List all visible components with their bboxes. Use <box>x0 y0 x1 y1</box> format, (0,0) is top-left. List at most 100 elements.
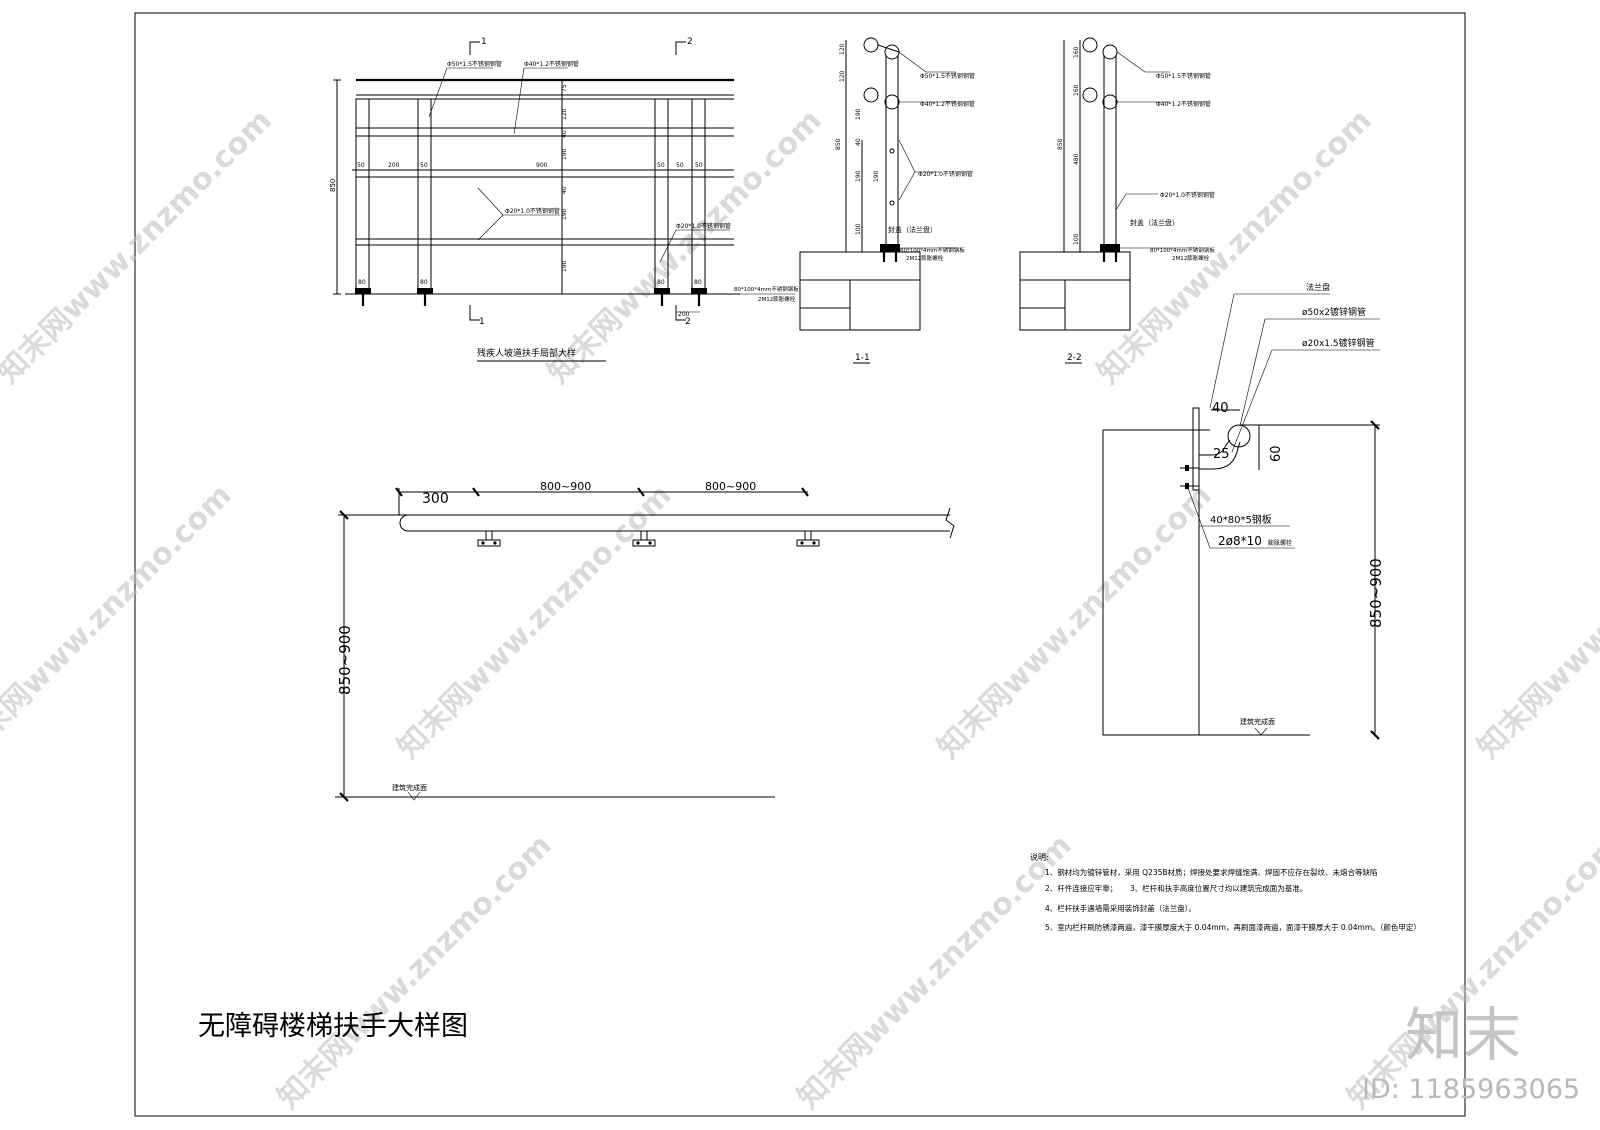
note-item: 4、栏杆扶手遇墙需采用装饰封盖（法兰盘）。 <box>1045 903 1196 913</box>
right-dim: 40 <box>561 130 568 138</box>
section-2-dim: 850 <box>1057 138 1064 150</box>
section-1-dim: 40 <box>855 138 862 146</box>
wall-dim-40: 40 <box>1212 401 1229 416</box>
base-dim: 80 <box>358 279 366 286</box>
section-1-dim: 190 <box>873 170 880 182</box>
top-dim: 50 <box>657 162 665 169</box>
wall-callout-pipe-50: ø50x2镀锌钢管 <box>1302 306 1366 318</box>
section-mark-2-top: 2 <box>687 37 693 47</box>
callout-rail-2: Φ40*1.2不锈钢钢管 <box>524 60 579 68</box>
right-dim: 120 <box>561 108 568 120</box>
right-dim: 75 <box>561 84 568 92</box>
wall-callout-flange: 法兰盘 <box>1306 282 1330 292</box>
sheet-id: ID: 1185963065 <box>1362 1074 1580 1105</box>
section-2-dim: 100 <box>1073 233 1080 245</box>
section-1-callout: 封盖（法兰盘） <box>888 225 937 234</box>
callout-bolt: 2M12膨胀螺栓 <box>758 295 796 303</box>
base-dim: 80 <box>657 279 665 286</box>
notes-heading: 说明: <box>1030 852 1049 862</box>
elevation-caption: 残疾人坡道扶手局部大样 <box>477 347 576 359</box>
section-2-callout: Φ40*1.2不锈钢钢管 <box>1156 100 1211 108</box>
section-mark-1-bottom: 1 <box>479 317 485 327</box>
section-mark-1-top: 1 <box>481 37 487 47</box>
wall-dim-25: 25 <box>1213 447 1230 462</box>
bottom-dim: 200 <box>678 311 690 318</box>
section-1-dim: 190 <box>855 170 862 182</box>
wall-height-dim: 850~900 <box>1367 558 1385 628</box>
handrail-floor-label: 建筑完成面 <box>392 783 427 792</box>
sheet-border <box>134 12 1466 1117</box>
watermark: 知末网www.znzmo.com <box>1341 828 1600 1116</box>
section-1-dim: 850 <box>835 138 842 150</box>
section-2-callout: 80*100*4mm不锈钢钢板 <box>1150 246 1215 254</box>
callout-plate: 80*100*4mm不锈钢钢板 <box>734 285 799 293</box>
callout-post: Φ20*1.0不锈钢钢管 <box>505 207 560 215</box>
watermark: 知末网www.znzmo.com <box>0 478 239 766</box>
section-2-callout: 封盖（法兰盘） <box>1130 218 1179 227</box>
watermark: 知末网www.znzmo.com <box>791 828 1079 1116</box>
callout-rail-top: Φ50*1.5不锈钢钢管 <box>447 60 502 68</box>
dim-spacing-2: 800~900 <box>705 480 756 493</box>
note-item: 2、杆件连接应牢靠； <box>1045 883 1117 893</box>
watermark: 知末网www.znzmo.com <box>391 478 679 766</box>
wall-callout-bolt-text: 膨胀螺栓 <box>1268 539 1292 547</box>
wall-callout-bolt-num: 2ø8*10 <box>1218 534 1262 548</box>
section-1-dim: 190 <box>855 108 862 120</box>
section-1-dim: 120 <box>839 70 846 82</box>
top-dim: 50 <box>695 162 703 169</box>
right-dim: 190 <box>561 208 568 220</box>
note-item: 3、栏杆和扶手高度位置尺寸均以建筑完成面为基准。 <box>1130 883 1307 893</box>
callout-post-2: Φ20*1.0不锈钢钢管 <box>676 222 731 230</box>
top-dim: 50 <box>357 162 365 169</box>
top-dim: 50 <box>676 162 684 169</box>
section-mark-2-bottom: 2 <box>685 317 691 327</box>
section-1-callout: Φ20*1.0不锈钢钢管 <box>918 170 973 178</box>
top-dim: 50 <box>420 162 428 169</box>
watermark: 知末网www.znzmo.com <box>931 478 1219 766</box>
dim-start: 300 <box>422 491 449 507</box>
elevation-drawing: 1 2 1 2 850 8 <box>329 37 799 362</box>
note-item: 5、室内栏杆刷防锈漆两遍，漆干膜厚度大于 0.04mm，再刷面漆两遍，面漆干膜厚… <box>1045 922 1421 932</box>
wall-floor-label: 建筑完成面 <box>1240 717 1275 726</box>
section-2-dim: 160 <box>1073 46 1080 58</box>
section-1-dim: 120 <box>839 43 846 55</box>
section-2-dim: 160 <box>1073 84 1080 96</box>
wall-detail-drawing: 建筑完成面 40 25 60 法兰盘 ø50x2镀锌钢管 ø20x1.5镀锌钢管… <box>1102 282 1385 740</box>
wall-callout-pipe-20: ø20x1.5镀锌钢管 <box>1302 337 1375 349</box>
base-dim: 80 <box>420 279 428 286</box>
rail-brackets <box>477 531 820 547</box>
right-dim: 190 <box>561 148 568 160</box>
wall-dim-60: 60 <box>1269 445 1284 462</box>
sheet-title: 无障碍楼梯扶手大样图 <box>198 1011 468 1042</box>
section-1-callout: 80*100*4mm不锈钢钢板 <box>900 246 965 254</box>
section-2-callout: Φ20*1.0不锈钢钢管 <box>1160 191 1215 199</box>
brand-mark: 知末 <box>1405 1001 1521 1069</box>
wall-callout-plate: 40*80*5钢板 <box>1210 513 1272 526</box>
section-2-callout: 2M12膨胀螺栓 <box>1172 254 1210 262</box>
base-anchors <box>355 288 707 306</box>
section-2-label: 2-2 <box>1067 353 1082 363</box>
dim-spacing-1: 800~900 <box>540 480 591 493</box>
section-2-dim: 480 <box>1073 153 1080 165</box>
top-dim: 200 <box>388 162 400 169</box>
right-dim: 40 <box>561 186 568 194</box>
section-1-callout: 2M12膨胀螺栓 <box>906 254 944 262</box>
base-dim: 80 <box>694 279 702 286</box>
watermark: 知末网www.znzmo.com <box>1471 478 1600 766</box>
section-1-label: 1-1 <box>855 353 870 363</box>
right-dim: 190 <box>561 260 568 272</box>
watermark: 知末网www.znzmo.com <box>271 828 559 1116</box>
watermark: 知末网www.znzmo.com <box>0 103 279 391</box>
handrail-height-dim: 850~900 <box>336 625 354 695</box>
note-item: 1、钢材均为镀锌管材，采用 Q235B材质；焊接处要求焊缝饱满、焊固不应存在裂纹… <box>1045 867 1378 877</box>
section-2-drawing: 160 160 850 480 100 Φ50*1.5不锈钢钢管 Φ40*1.2… <box>1019 37 1215 364</box>
section-1-drawing: 120 120 850 190 40 190 100 190 Φ50*1.5不锈… <box>799 37 975 364</box>
section-1-callout: Φ50*1.5不锈钢钢管 <box>920 72 975 80</box>
top-dim: 900 <box>536 162 548 169</box>
watermark: 知末网www.znzmo.com <box>541 103 829 391</box>
section-2-callout: Φ50*1.5不锈钢钢管 <box>1156 72 1211 80</box>
elevation-total-height: 850 <box>329 179 337 192</box>
notes-block: 说明: 1、钢材均为镀锌管材，采用 Q235B材质；焊接处要求焊缝饱满、焊固不应… <box>1030 852 1421 932</box>
section-1-callout: Φ40*1.2不锈钢钢管 <box>920 100 975 108</box>
